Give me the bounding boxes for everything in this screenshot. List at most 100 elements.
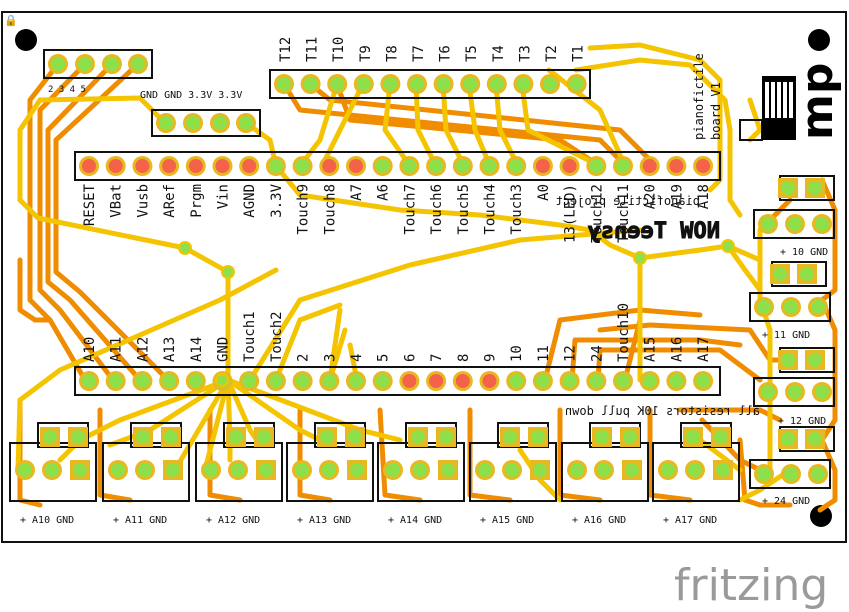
pad	[43, 430, 57, 444]
mcu-bottom-pin-label: Touch2	[269, 311, 285, 362]
touch-top-label: T6	[438, 45, 454, 62]
pad	[162, 159, 177, 173]
mount-hole	[15, 29, 37, 51]
pad	[815, 217, 829, 231]
mirrored-project-label: pianofictile project	[556, 194, 701, 208]
pad	[320, 430, 334, 444]
pad	[136, 430, 150, 444]
mcu-top-pin-label: A19	[669, 184, 685, 209]
pad	[543, 77, 557, 91]
pad	[696, 159, 711, 173]
mcu-top-pin-label: Touch3	[509, 184, 525, 235]
pad	[516, 77, 531, 91]
bottom-connector-label: + A10 GND	[20, 515, 74, 526]
pad	[402, 374, 417, 388]
power-header-label: GND GND 3.3V 3.3V	[140, 90, 242, 101]
mirrored-teensy-label: NOW Teensy	[588, 219, 720, 244]
pad	[788, 217, 802, 231]
small-header-label: 2 3 4 5	[48, 85, 86, 95]
pad	[231, 463, 245, 477]
pad	[322, 159, 337, 173]
pad	[757, 467, 771, 481]
mcu-bottom-pin-label: 5	[376, 354, 392, 362]
pad	[268, 374, 283, 388]
pad	[482, 374, 497, 388]
pad	[411, 430, 425, 444]
pad	[239, 116, 253, 130]
touch-top-label: T8	[384, 45, 400, 62]
pad	[410, 77, 424, 91]
pad	[714, 430, 728, 444]
pad	[348, 430, 362, 444]
mcu-top-pin-label: Touch8	[322, 184, 338, 235]
pad	[509, 374, 524, 388]
pad	[111, 463, 125, 477]
pad	[356, 77, 371, 91]
mcu-bottom-pin-label: A14	[189, 337, 205, 362]
pad	[213, 116, 227, 130]
touch-top-label: T10	[331, 37, 347, 62]
via	[633, 251, 647, 265]
mcu-top-pin-label: A18	[696, 184, 712, 209]
pad	[595, 430, 609, 444]
mcu-top-pin-label: 3.3V	[269, 183, 285, 217]
pad	[815, 385, 829, 399]
board-subtitle: board V1	[709, 82, 723, 140]
bottom-connector-label: + A16 GND	[572, 515, 626, 526]
mcu-bottom-pin-label: 24	[589, 345, 605, 362]
mcu-top-pin-label: Touch6	[429, 184, 445, 235]
pad	[757, 300, 771, 314]
mcu-top-pin-label: Touch11	[616, 184, 632, 243]
right-connector-label: + 11 GND	[762, 330, 810, 341]
touch-top-label: T9	[358, 45, 374, 62]
pad	[478, 463, 492, 477]
mcu-bottom-pin-label: Touch1	[242, 311, 258, 362]
touch-top-label: T2	[544, 45, 560, 62]
pad	[188, 159, 203, 173]
mcu-bottom-pin-label: 8	[456, 354, 472, 362]
touch-top-label: T11	[305, 37, 321, 62]
mcu-bottom-pin-label: 3	[322, 354, 338, 362]
pad	[616, 159, 630, 173]
mcu-bottom-pin-label: A11	[109, 337, 125, 362]
pad	[82, 159, 96, 173]
pad	[661, 463, 675, 477]
pad	[18, 463, 32, 477]
pad	[259, 463, 273, 477]
pad	[131, 57, 145, 71]
pad	[295, 463, 309, 477]
pad	[761, 385, 775, 399]
pad	[784, 300, 798, 314]
pad	[257, 430, 271, 444]
mcu-top-pin-label: VBat	[109, 184, 125, 218]
pad	[108, 374, 123, 388]
pad	[413, 463, 427, 477]
pad	[375, 159, 390, 173]
via	[721, 239, 735, 253]
pad	[535, 374, 550, 388]
mcu-bottom-pin-label: 2	[296, 354, 312, 362]
touch-header-top	[269, 69, 591, 99]
pad	[808, 353, 822, 367]
pad	[623, 430, 637, 444]
pad	[105, 57, 119, 71]
pad	[295, 159, 310, 173]
mcu-top-pin-label: Touch7	[402, 184, 418, 235]
pad	[642, 159, 657, 173]
mcu-top-pin-label: AGND	[242, 184, 258, 218]
via	[178, 241, 192, 255]
pad	[215, 159, 230, 173]
pad	[535, 159, 550, 173]
pad	[784, 467, 798, 481]
lock-icon: 🔒	[4, 14, 18, 27]
mcu-bottom-pin-label: A12	[135, 337, 151, 362]
pad	[808, 181, 822, 195]
pad	[349, 374, 363, 388]
mcu-bottom-pin-label: 11	[536, 345, 552, 362]
mcu-top-pin-label: Touch5	[456, 184, 472, 235]
pad	[71, 430, 85, 444]
pad	[375, 374, 390, 388]
pad	[686, 430, 700, 444]
pad	[82, 374, 96, 388]
pad	[268, 159, 283, 173]
